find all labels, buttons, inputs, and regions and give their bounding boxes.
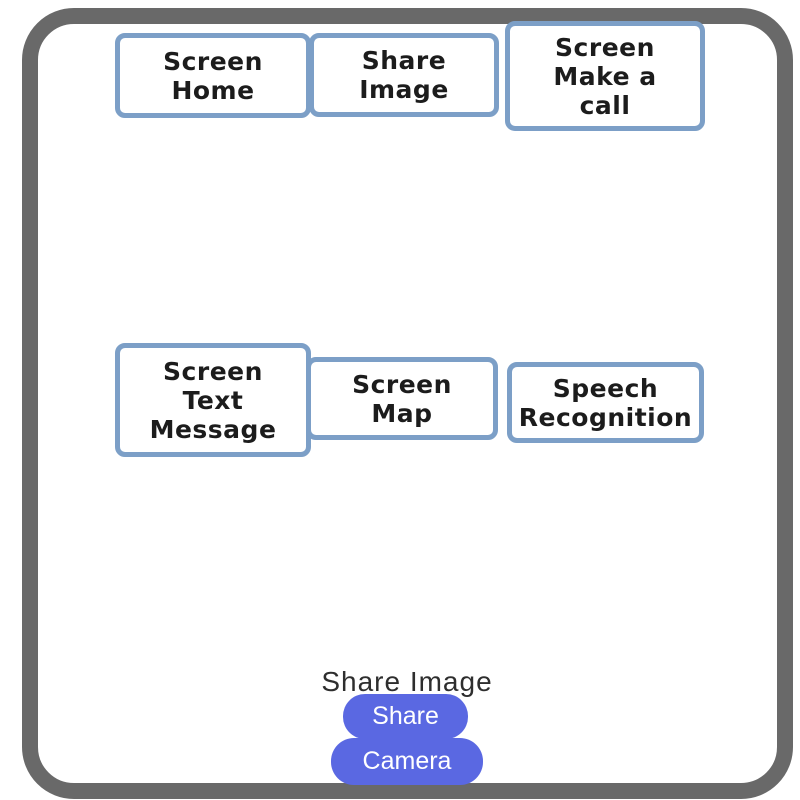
nav-button-screen-text-message[interactable]: Screen Text Message xyxy=(115,343,311,457)
camera-button[interactable]: Camera xyxy=(331,738,483,785)
nav-button-screen-map[interactable]: Screen Map xyxy=(306,357,498,440)
nav-button-speech-recognition[interactable]: Speech Recognition xyxy=(507,362,704,443)
share-image-title: Share Image xyxy=(321,666,493,697)
nav-button-screen-make-a-call[interactable]: Screen Make a call xyxy=(505,21,705,131)
share-button[interactable]: Share xyxy=(343,694,468,739)
nav-button-screen-home[interactable]: Screen Home xyxy=(115,33,311,118)
nav-button-share-image[interactable]: Share Image xyxy=(309,33,499,117)
